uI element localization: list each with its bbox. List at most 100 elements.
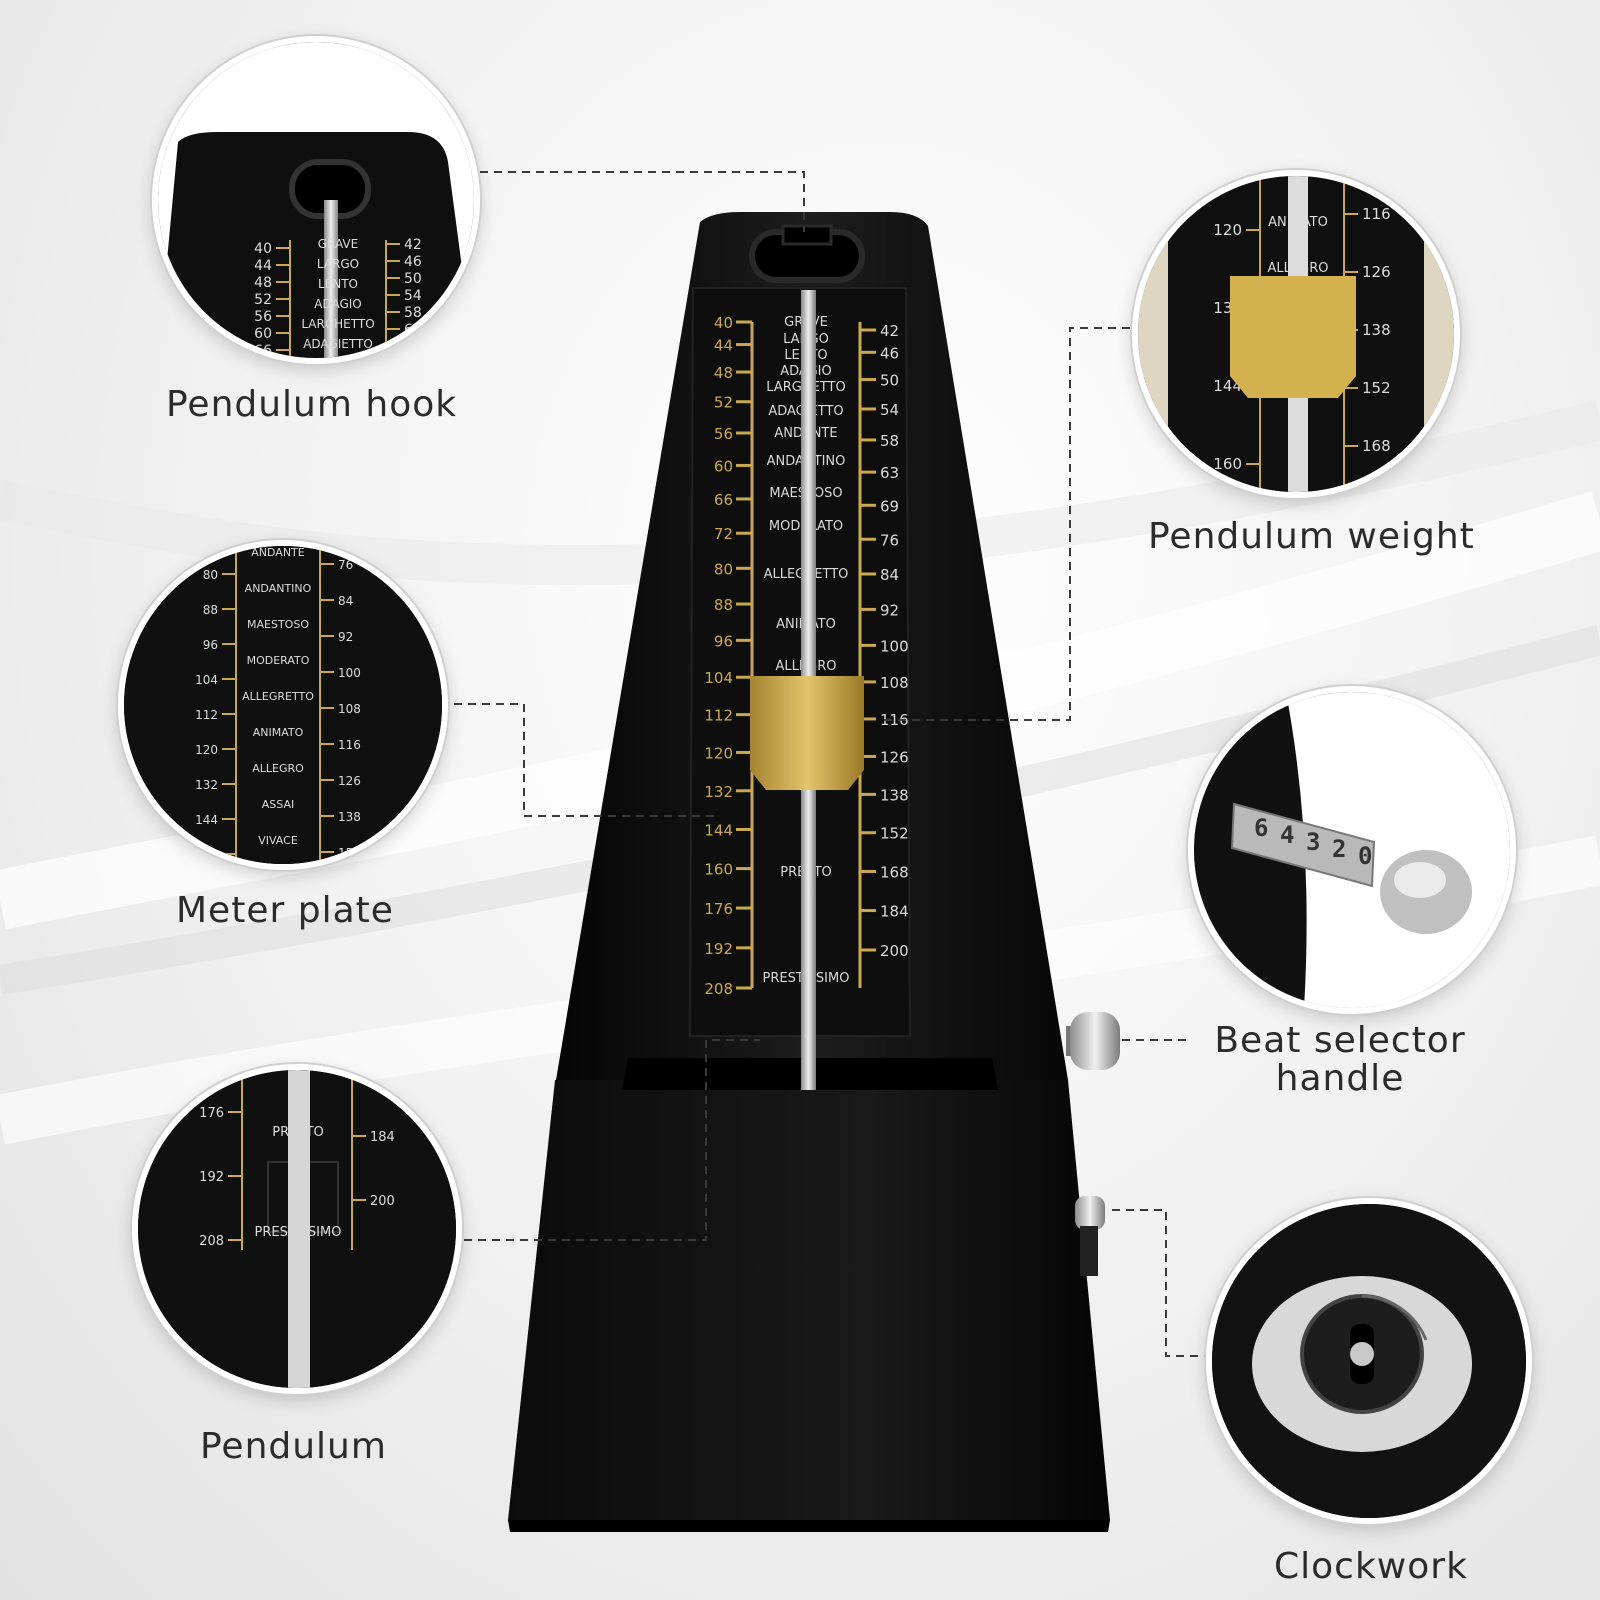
zoom-term: VIVACE [258,834,298,847]
zoom-right-label: 126 [1362,263,1391,281]
right-tick-label: 42 [880,322,899,340]
label-beat-selector-line1: Beat selector [1214,1020,1466,1061]
meter-plate [688,287,912,1037]
label-pendulum-hook: Pendulum hook [166,384,458,425]
beat-selector-knob [1070,1012,1120,1070]
right-tick-label: 76 [880,531,899,549]
zoom-term: LARGO [317,257,359,271]
zoom-term: ALLEGRETTO [242,690,314,703]
right-tick-label: 200 [880,942,909,960]
zoom-left-label: 176 [199,1106,224,1121]
zoom-right-label: 152 [1362,379,1391,397]
right-tick-label: 58 [880,432,899,450]
zoom-left-label: 40 [254,241,272,257]
zoom-left-label: 104 [195,673,218,687]
label-pendulum: Pendulum [200,1426,387,1467]
label-beat-selector-line2: handle [1275,1058,1405,1099]
zoom-left-label: 132 [195,778,218,792]
zoom-left-label: 56 [254,309,272,325]
left-tick-label: 66 [714,491,733,509]
zoom-right-label: 100 [338,666,361,680]
right-tick-label: 92 [880,601,899,619]
zoom-term: ASSAI [262,798,294,811]
zoom-left-label: 88 [203,603,218,617]
left-tick-label: 60 [714,457,733,475]
left-tick-label: 160 [704,861,733,879]
zoom-right-label: 46 [404,254,422,270]
left-tick-labels: 4044485256606672808896104112120132144160… [704,314,752,998]
zoom-left-label: 60 [254,326,272,342]
zoom-right-label: 84 [338,594,353,608]
right-tick-labels: 4246505458636976849210010811612613815216… [860,322,909,960]
zoom-right-label: 126 [338,774,361,788]
right-tick-label: 138 [880,786,909,804]
right-tick-label: 100 [880,637,909,655]
right-tick-label: 108 [880,674,909,692]
zoom-left-label: 160 [1213,455,1242,473]
left-tick-label: 208 [704,980,733,998]
beat-digit: 3 [1306,828,1320,856]
right-tick-label: 63 [880,464,899,482]
zoom-left-label: 48 [254,275,272,291]
right-tick-label: 116 [880,711,909,729]
zoom-term: ADAGIO [314,297,362,311]
left-tick-label: 104 [704,669,733,687]
left-tick-label: 120 [704,744,733,762]
zoom-left-label: 80 [203,568,218,582]
zoom-right-label: 138 [338,810,361,824]
beat-digit: 4 [1280,821,1294,849]
left-tick-label: 132 [704,783,733,801]
zoom-right-label: 116 [1362,205,1391,223]
leader-weight [880,327,1130,721]
left-tick-label: 44 [714,337,733,355]
left-tick-label: 80 [714,560,733,578]
leader-hook [480,171,805,232]
label-pendulum-weight: Pendulum weight [1148,516,1475,557]
leader-clockwork [1112,1209,1206,1357]
zoom-right-label: 50 [404,271,422,287]
left-tick-label: 112 [704,707,733,725]
zoom-right-label: 58 [404,305,422,321]
left-tick-label: 176 [704,900,733,918]
zoom-left-label: 112 [195,708,218,722]
zoom-term: ALLEGRO [252,762,304,775]
left-tick-label: 52 [714,394,733,412]
right-tick-label: 54 [880,401,899,419]
pendulum-weight [750,676,864,790]
right-tick-label: 84 [880,566,899,584]
metronome-base [508,1080,1110,1520]
beat-digit: 6 [1254,814,1268,842]
zoom-term: ANDANTE [251,546,305,559]
beat-digit: 0 [1358,842,1372,870]
left-tick-label: 56 [714,425,733,443]
right-tick-label: 184 [880,903,909,921]
leader-pendulum [450,1039,760,1241]
label-meter-plate: Meter plate [176,890,394,931]
zoom-right-label: 168 [1362,437,1391,455]
zoom-left-label: 120 [195,743,218,757]
beat-digit: 2 [1332,835,1346,863]
zoom-right-label: 200 [370,1194,395,1209]
right-tick-label: 46 [880,344,899,362]
left-tick-label: 144 [704,821,733,839]
zoom-right-label: 184 [370,1130,395,1145]
left-tick-label: 192 [704,940,733,958]
left-tick-label: 72 [714,525,733,543]
zoom-right-label: 54 [404,288,422,304]
zoom-left-label: 192 [199,1170,224,1185]
right-tick-label: 168 [880,863,909,881]
zoom-pendulum: 176192208184200PRESTOPRESTISSIMO [132,1064,462,1394]
zoom-term: MAESTOSO [247,618,309,631]
zoom-right-label: 42 [404,237,422,253]
zoom-right-label: 76 [338,558,353,572]
zoom-term: MODERATO [247,654,310,667]
left-tick-label: 40 [714,314,733,332]
zoom-right-label: 138 [1362,321,1391,339]
zoom-left-label: 120 [1213,221,1242,239]
zoom-term: ADAGIETTO [303,337,373,351]
zoom-right-label: 116 [338,738,361,752]
